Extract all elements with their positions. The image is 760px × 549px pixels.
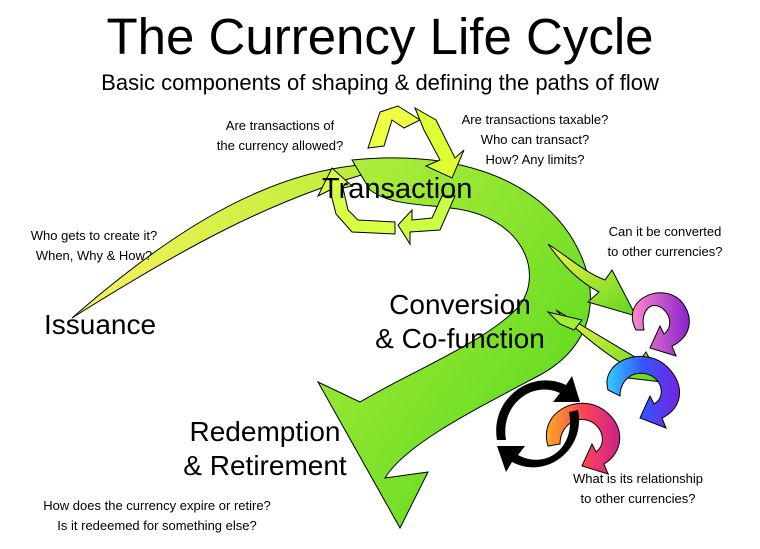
question-convert-line: to other currencies?	[607, 244, 723, 259]
question-expire-line: How does the currency expire or retire?	[43, 498, 271, 513]
stage-redemption: Redemption & Retirement	[170, 415, 360, 482]
stage-conversion-line: Conversion	[389, 289, 531, 320]
loop-arrow-pink-purple	[631, 292, 690, 357]
cycle-loop-icon	[496, 376, 580, 472]
question-convert-line: Can it be converted	[608, 224, 722, 239]
recycle-triangle-icon	[316, 105, 465, 246]
question-allowed-line: Are transactions of	[225, 118, 335, 133]
page-subtitle: Basic components of shaping & defining t…	[101, 70, 659, 95]
stage-issuance: Issuance	[44, 309, 157, 340]
question-expire: How does the currency expire or retire? …	[22, 496, 292, 536]
question-taxable-line: Who can transact?	[480, 132, 590, 147]
page-title: The Currency Life Cycle	[106, 8, 654, 65]
question-create-line: When, Why & How?	[35, 248, 153, 263]
stage-transaction: Transaction	[322, 173, 473, 205]
loop-arrow-blue-violet	[606, 355, 680, 429]
stage-conversion-line: & Co-function	[375, 322, 545, 354]
question-expire-line: Is it redeemed for something else?	[57, 518, 257, 533]
question-relationship-line: to other currencies?	[580, 491, 696, 506]
main-flow-arrow	[316, 157, 591, 530]
question-relationship: What is its relationship to other curren…	[553, 469, 723, 509]
stage-redemption-line: & Retirement	[183, 449, 347, 481]
question-allowed: Are transactions of the currency allowed…	[200, 116, 360, 156]
question-taxable-line: How? Any limits?	[485, 152, 585, 167]
question-convert: Can it be converted to other currencies?	[585, 222, 745, 262]
question-taxable: Are transactions taxable? Who can transa…	[450, 110, 620, 170]
stage-conversion: Conversion & Co-function	[360, 288, 560, 355]
question-create: Who gets to create it? When, Why & How?	[14, 226, 174, 266]
question-create-line: Who gets to create it?	[30, 228, 158, 243]
question-allowed-line: the currency allowed?	[216, 138, 344, 153]
loop-arrow-orange-magenta	[545, 402, 621, 475]
question-relationship-line: What is its relationship	[572, 471, 704, 486]
question-taxable-line: Are transactions taxable?	[461, 112, 609, 127]
stage-redemption-line: Redemption	[189, 416, 341, 447]
